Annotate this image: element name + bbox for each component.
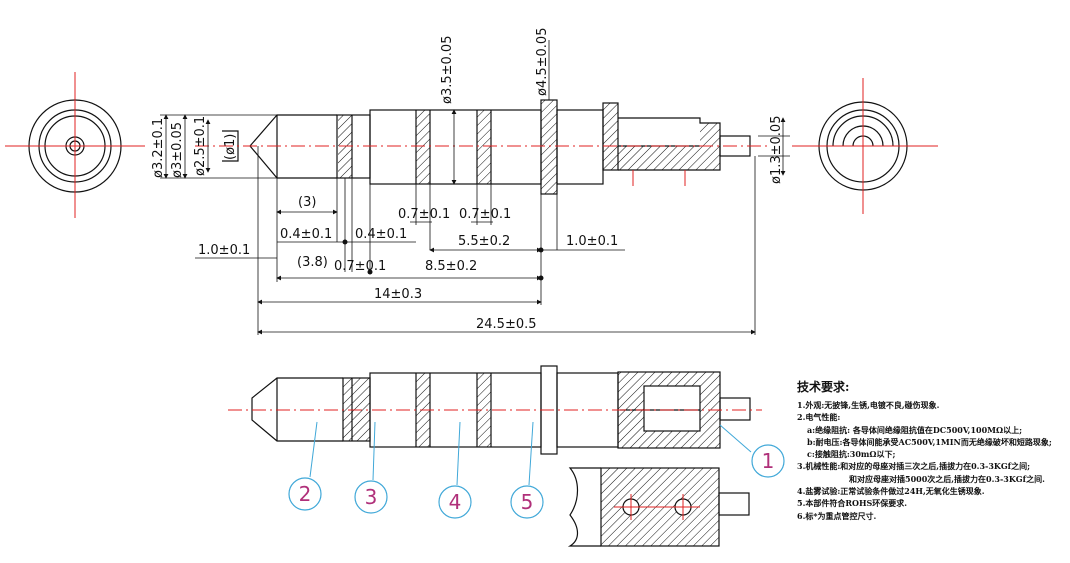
left-end-centerlines	[5, 72, 145, 218]
note-line: 5.本部件符合ROHS环保要求.	[797, 498, 908, 509]
dim-len-1-0-b: 1.0±0.1	[566, 234, 618, 249]
dim-len-0-7-b: 0.7±0.1	[459, 207, 511, 222]
note-line: 2.电气性能:	[797, 412, 841, 423]
dim-len-0-7-c: 0.7±0.1	[334, 259, 386, 274]
dim-len-5-5: 5.5±0.2	[458, 234, 510, 249]
note-line: 6.标*为重点管控尺寸.	[797, 510, 877, 521]
balloon-labels: 1 2 3 4 5	[299, 449, 775, 514]
balloon-4	[438, 485, 472, 519]
note-line: 3.机械性能:和对应的母座对插三次之后,插拔力在0.3-3KGf之间;	[797, 461, 1031, 472]
balloon-3	[354, 480, 388, 514]
dim-dia-3-2: ø3.2±0.1	[151, 118, 166, 178]
note-line: 1.外观:无披锋,生锈,电镀不良,碰伤现象.	[797, 400, 940, 410]
dimension-texts: ø3.2±0.1 ø3±0.05 ø2.5±0.1 (ø1) ø3.5±0.05…	[151, 28, 784, 332]
technical-requirements: 技术要求: 1.外观:无披锋,生锈,电镀不良,碰伤现象. 2.电气性能: a:绝…	[797, 378, 1065, 522]
balloon-5-label: 5	[521, 490, 534, 514]
dim-len-14: 14±0.3	[374, 287, 422, 302]
balloon-1	[751, 444, 785, 478]
dim-len-24-5: 24.5±0.5	[476, 317, 537, 332]
note-line: 4.盐雾试验:正常试验条件做过24H,无氧化生锈现象.	[797, 486, 985, 497]
dim-len-0-7-a: 0.7±0.1	[398, 207, 450, 222]
dim-len-3-8: (3.8)	[297, 255, 328, 270]
dim-dia-3: ø3±0.05	[170, 122, 185, 178]
note-line: a:绝缘阻抗: 各导体间绝缘阻抗值在DC500V,100MΩ以上;	[807, 424, 1023, 435]
dim-dia-2-5: ø2.5±0.1	[193, 116, 208, 176]
dim-len-0-4-b: 0.4±0.1	[355, 227, 407, 242]
dim-dia-4-5: ø4.5±0.05	[535, 28, 550, 96]
main-red-marks	[632, 170, 686, 186]
lower-view-centerlines	[228, 409, 762, 520]
dim-len-3: (3)	[298, 195, 316, 210]
balloon-3-label: 3	[365, 485, 378, 509]
note-line: c:接触阻抗:30mΩ以下;	[807, 449, 896, 460]
dim-dia-3-5: ø3.5±0.05	[440, 36, 455, 104]
dim-len-8-5: 8.5±0.2	[425, 259, 477, 274]
balloon-leaders	[309, 421, 752, 486]
notes-title: 技术要求:	[797, 380, 850, 394]
balloon-4-label: 4	[449, 490, 462, 514]
note-line: b:耐电压:各导体间能承受AC500V,1MIN而无绝缘破坏和短路现象;	[807, 436, 1052, 447]
balloon-2	[288, 477, 322, 511]
balloon-2-label: 2	[299, 482, 312, 506]
diameter-dim-lines	[160, 40, 790, 185]
dim-len-0-4-a: 0.4±0.1	[280, 227, 332, 242]
dim-dia-1: (ø1)	[223, 134, 238, 160]
dim-dia-1-3: ø1.3±0.05	[769, 116, 784, 184]
dim-len-1-0-a: 1.0±0.1	[198, 243, 250, 258]
main-view-hatching	[338, 100, 720, 194]
balloon-1-label: 1	[762, 449, 775, 473]
lower-view-hatching	[343, 372, 720, 546]
balloon-5	[510, 485, 544, 519]
note-line: 和对应母座对插5000次之后,插拔力在0.3-3KGf之间.	[849, 473, 1045, 484]
balloon-circles	[288, 444, 785, 519]
right-end-centerlines	[792, 78, 938, 214]
dim-dots	[342, 239, 544, 281]
